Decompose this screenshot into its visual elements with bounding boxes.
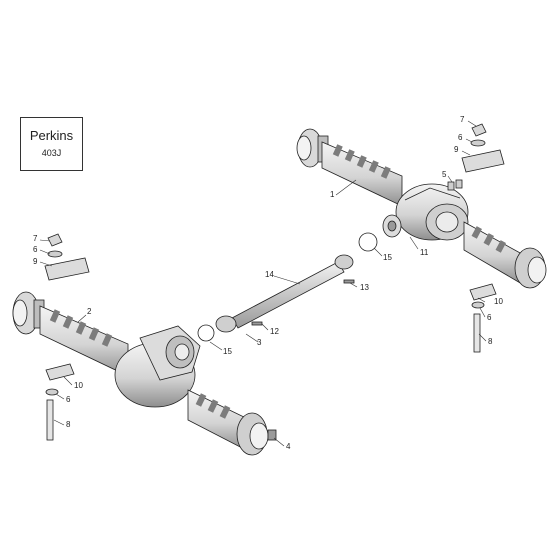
callout-labels: 7 6 9 5 1 11 15 10 6 8 14 13 12 3 15 2 7…: [33, 115, 503, 451]
callout-6-rear: 6: [458, 133, 463, 142]
drive-shaft-front-yoke: [215, 315, 237, 333]
rear-axle-right-hub: [514, 247, 547, 289]
leader-lines: [39, 120, 487, 447]
rear-axle-input-flange: [382, 214, 402, 238]
front-axle: [12, 291, 277, 456]
rear-axle-right-beam: [463, 221, 523, 285]
rear-axle-differential: [395, 183, 469, 241]
engine-model: 403J: [41, 148, 62, 158]
callout-7-front: 7: [33, 234, 38, 243]
callout-6-front-lower: 6: [66, 395, 71, 404]
drive-shaft-rear-yoke: [334, 254, 354, 270]
callout-6-rear-lower: 6: [487, 313, 492, 322]
rear-upper-fasteners: [461, 123, 505, 173]
drive-shaft: [215, 254, 354, 333]
front-upper-fasteners: [44, 233, 90, 281]
front-axle-differential: [114, 325, 201, 408]
front-flange-bolt: [251, 321, 263, 326]
front-axle-right-beam: [187, 389, 247, 451]
callout-14: 14: [265, 270, 274, 279]
callout-4: 4: [286, 442, 291, 451]
callout-9-rear: 9: [454, 145, 459, 154]
callout-15-front: 15: [223, 347, 232, 356]
callout-2: 2: [87, 307, 92, 316]
callout-7-rear: 7: [460, 115, 465, 124]
callout-1: 1: [330, 190, 335, 199]
callout-8-rear: 8: [488, 337, 493, 346]
callout-9-front: 9: [33, 257, 38, 266]
front-axle-right-hub: [236, 412, 277, 456]
rear-lower-fasteners: [469, 283, 497, 353]
callout-3: 3: [257, 338, 262, 347]
front-lower-fasteners: [45, 363, 75, 441]
front-axle-left-hub: [12, 291, 45, 335]
callout-10-front: 10: [74, 381, 83, 390]
engine-brand: Perkins: [29, 128, 74, 143]
callout-10-rear: 10: [494, 297, 503, 306]
callout-11: 11: [420, 248, 429, 257]
front-axle-left-ribs: [49, 309, 113, 347]
engine-label-box: Perkins 403J: [20, 117, 83, 171]
rear-axle-right-ribs: [471, 226, 506, 253]
callout-13: 13: [360, 283, 369, 292]
rear-axle-left-ribs: [332, 144, 391, 179]
callout-15-rear: 15: [383, 253, 392, 262]
callout-6-front: 6: [33, 245, 38, 254]
rear-gasket-ring: [358, 232, 378, 252]
front-gasket-ring: [197, 324, 215, 342]
rear-flange-bolt: [343, 279, 355, 284]
breather-fittings: [447, 179, 463, 191]
drive-shaft-tube: [231, 261, 345, 329]
front-axle-right-ribs: [195, 393, 231, 419]
callout-5: 5: [442, 170, 447, 179]
rear-axle: [296, 128, 547, 289]
callout-8-front: 8: [66, 420, 71, 429]
callout-12: 12: [270, 327, 279, 336]
